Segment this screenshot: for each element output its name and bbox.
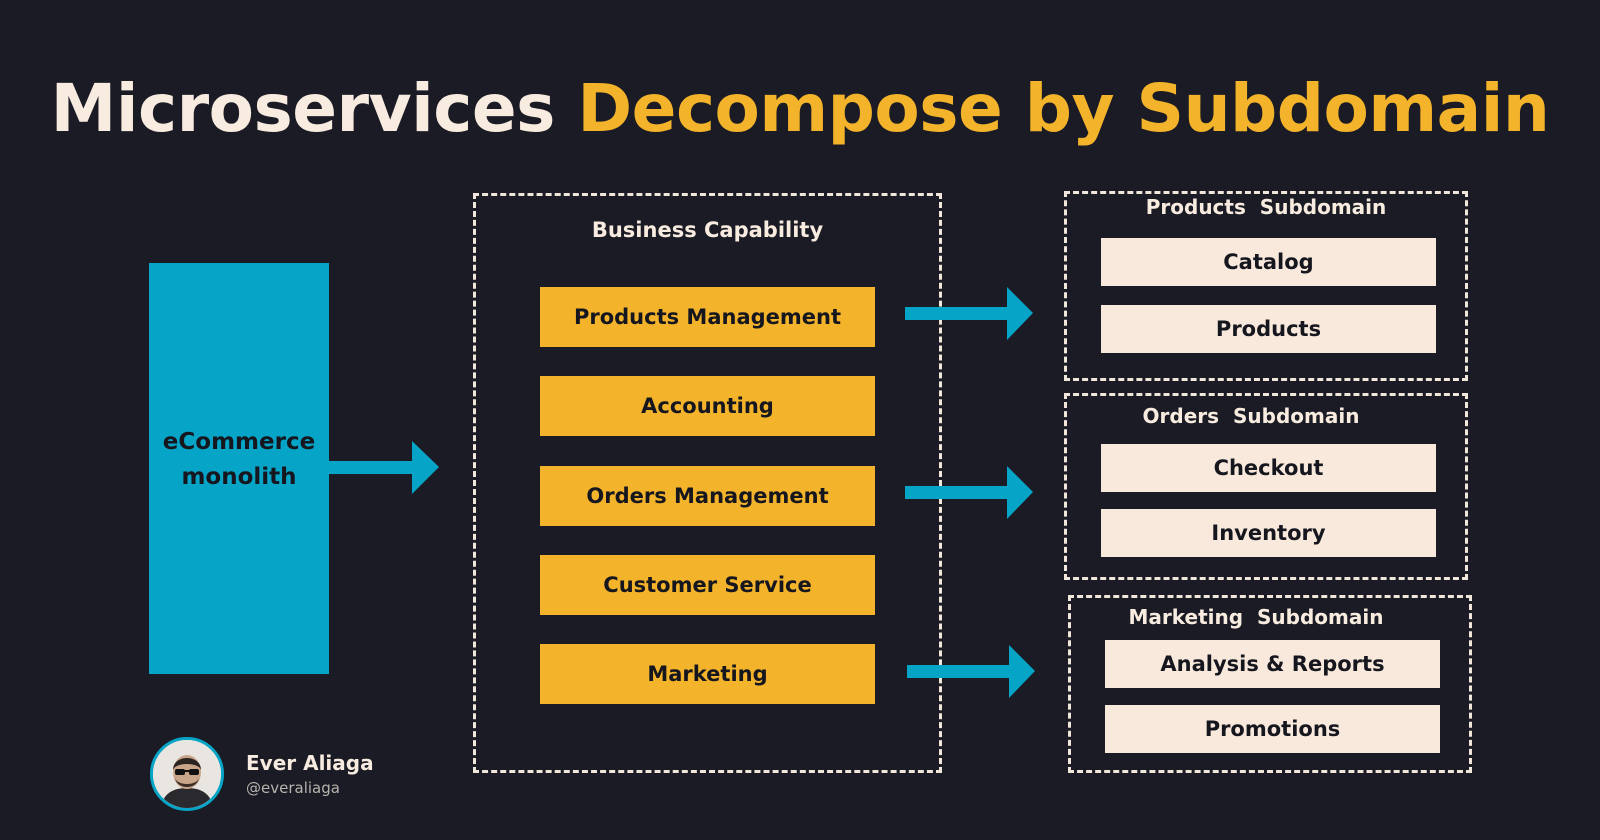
title-main: Microservices [50,70,556,147]
business-capability-title: Business Capability [591,218,824,242]
title-accent: Decompose by Subdomain [577,70,1550,147]
orders-subdomain-title: Orders Subdomain [1142,404,1360,428]
capability-orders-management: Orders Management [540,466,875,526]
right-arrow-icon [907,645,1035,698]
subdomain-item-checkout: Checkout [1101,444,1436,492]
author-handle: @everaliaga [246,779,340,797]
subdomain-item-products: Products [1101,305,1436,353]
subdomain-item-inventory: Inventory [1101,509,1436,557]
subdomain-item-promotions: Promotions [1105,705,1440,753]
right-arrow-icon [905,466,1033,519]
right-arrow-icon [329,441,439,494]
orders-subdomain-box [1064,393,1468,580]
capability-customer-service: Customer Service [540,555,875,615]
marketing-subdomain-box [1068,595,1472,773]
author-name: Ever Aliaga [246,751,374,775]
capability-products-management: Products Management [540,287,875,347]
products-subdomain-box [1064,191,1468,381]
marketing-subdomain-title: Marketing Subdomain [1128,605,1384,629]
capability-marketing: Marketing [540,644,875,704]
avatar-person-icon [153,740,221,808]
business-capability-box [473,193,942,773]
right-arrow-icon [905,287,1033,340]
monolith-label: eCommerce monolith [162,428,316,490]
subdomain-item-catalog: Catalog [1101,238,1436,286]
page-title: Microservices Decompose by Subdomain [0,70,1600,147]
author-avatar [150,737,224,811]
capability-accounting: Accounting [540,376,875,436]
products-subdomain-title: Products Subdomain [1145,195,1387,219]
monolith-block: eCommerce monolith [149,263,329,674]
subdomain-item-analysis-reports: Analysis & Reports [1105,640,1440,688]
